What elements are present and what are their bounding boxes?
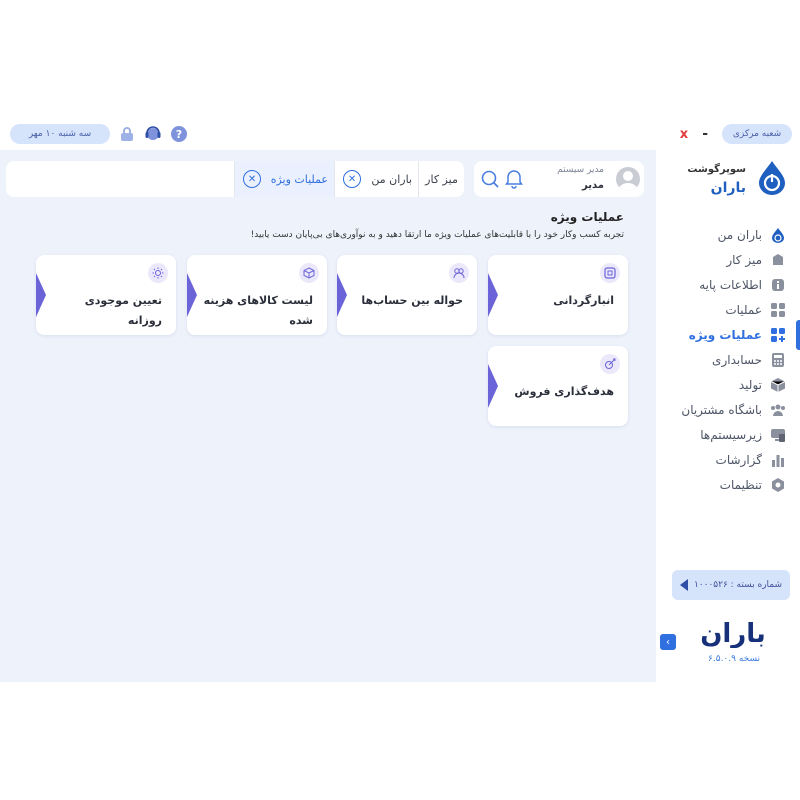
- tab-label: عملیات ویژه: [270, 172, 328, 186]
- close-icon[interactable]: ✕: [243, 170, 261, 188]
- card-sales-targeting[interactable]: هدف‌گذاری فروش: [488, 346, 628, 426]
- card-notch: [488, 273, 498, 317]
- brand-subtitle: سوپرگوشت: [687, 164, 746, 175]
- bell-icon[interactable]: [504, 169, 524, 189]
- info-icon: [770, 277, 786, 293]
- card-label: لیست کالاهای هزینه شده: [203, 294, 313, 327]
- target-icon: [600, 354, 620, 374]
- card-label: انبارگردانی: [553, 294, 614, 307]
- user-name: مدیر: [582, 180, 604, 191]
- cube-icon: [299, 263, 319, 283]
- sun-icon: [148, 263, 168, 283]
- sidebar-item-subsystems[interactable]: زیرسیستم‌ها: [656, 422, 800, 447]
- baran-logo-icon: [770, 227, 786, 243]
- lock-icon[interactable]: [118, 125, 136, 143]
- baran-wordmark-logo: باران: [700, 619, 766, 648]
- sidebar-item-label: باشگاه مشتریان: [681, 402, 762, 417]
- sidebar-item-label: زیرسیستم‌ها: [700, 427, 762, 442]
- grid-plus-icon: [770, 327, 786, 343]
- baran-drop-logo-icon: [759, 161, 785, 195]
- svg-text:باران: باران: [700, 619, 766, 648]
- page-title: عملیات ویژه: [550, 210, 624, 224]
- sidebar-item-settings[interactable]: تنظیمات: [656, 472, 800, 497]
- sidebar-item-label: حسابداری: [712, 352, 762, 367]
- users-icon: [770, 402, 786, 418]
- package-number-label: شماره بسته : ۱۰۰۰۵۲۶: [693, 580, 783, 590]
- subsystems-icon: [770, 427, 786, 443]
- box-icon: [770, 377, 786, 393]
- triangle-left-icon: [679, 579, 688, 591]
- desk-icon: [770, 252, 786, 268]
- avatar[interactable]: [616, 167, 640, 191]
- sidebar-item-baran-man[interactable]: باران من: [656, 222, 800, 247]
- tab-label: باران من: [371, 172, 412, 186]
- settings-icon: [770, 477, 786, 493]
- page-description: تجربه کسب وکار خود را با قابلیت‌های عملی…: [250, 230, 624, 240]
- search-icon[interactable]: [480, 169, 500, 189]
- card-label: تعیین موجودی روزانه: [84, 294, 162, 327]
- sidebar-item-production[interactable]: تولید: [656, 372, 800, 397]
- transfer-icon: [449, 263, 469, 283]
- card-expensed-items-list[interactable]: لیست کالاهای هزینه شده: [187, 255, 327, 335]
- tabs-bar: میز کار باران من ✕ عملیات ویژه ✕: [6, 161, 464, 197]
- grid-icon: [770, 302, 786, 318]
- sidebar-item-label: میز کار: [726, 252, 762, 267]
- date-pill: سه شنبه ۱۰ مهر: [10, 124, 110, 144]
- title-bar: سه شنبه ۱۰ مهر ? x - شعبه مرکزی: [0, 118, 800, 150]
- sidebar-item-label: گزارشات: [715, 452, 762, 467]
- sidebar-item-label: عملیات: [725, 302, 762, 317]
- bar-chart-icon: [770, 452, 786, 468]
- card-daily-stock[interactable]: تعیین موجودی روزانه: [36, 255, 176, 335]
- brand-name: باران: [710, 180, 746, 196]
- sidebar-item-basic-info[interactable]: اطلاعات پایه: [656, 272, 800, 297]
- title-bar-right: x - شعبه مرکزی: [680, 124, 792, 144]
- tab-desk[interactable]: میز کار: [418, 161, 464, 197]
- sidebar-item-label: تنظیمات: [719, 477, 762, 492]
- user-card[interactable]: مدیر سیستم مدیر: [474, 161, 644, 197]
- package-number: شماره بسته : ۱۰۰۰۵۲۶: [672, 570, 790, 600]
- sidebar-item-special-operations[interactable]: عملیات ویژه: [656, 320, 800, 350]
- sidebar-item-reports[interactable]: گزارشات: [656, 447, 800, 472]
- card-notch: [488, 364, 498, 408]
- sidebar: سوپرگوشت باران باران من میز کار اطلاع: [656, 150, 800, 682]
- app-window: سه شنبه ۱۰ مهر ? x - شعبه مرکزی سوپرگ: [0, 118, 800, 682]
- card-inventory-count[interactable]: انبارگردانی: [488, 255, 628, 335]
- close-button[interactable]: x: [679, 126, 689, 142]
- sidebar-item-label: عملیات ویژه: [688, 327, 762, 342]
- tab-special-operations[interactable]: عملیات ویژه ✕: [234, 161, 334, 197]
- sidebar-item-label: تولید: [738, 377, 762, 392]
- chevron-right-icon: ›: [666, 636, 670, 648]
- card-label: حواله بین حساب‌ها: [361, 294, 463, 307]
- card-notch: [187, 273, 197, 317]
- help-icon[interactable]: ?: [170, 125, 188, 143]
- svg-text:?: ?: [176, 128, 182, 141]
- close-icon[interactable]: ✕: [343, 170, 361, 188]
- tab-label: میز کار: [425, 172, 458, 186]
- card-transfer-between-accounts[interactable]: حواله بین حساب‌ها: [337, 255, 477, 335]
- sidebar-item-label: باران من: [717, 227, 762, 242]
- inventory-icon: [600, 263, 620, 283]
- card-notch: [36, 273, 46, 317]
- sidebar-nav: باران من میز کار اطلاعات پایه عملیات: [656, 222, 800, 497]
- sidebar-item-desk[interactable]: میز کار: [656, 247, 800, 272]
- card-notch: [337, 273, 347, 317]
- support-headset-icon[interactable]: [144, 125, 162, 143]
- sidebar-item-accounting[interactable]: حسابداری: [656, 347, 800, 372]
- user-role: مدیر سیستم: [557, 165, 604, 175]
- sidebar-item-customer-club[interactable]: باشگاه مشتریان: [656, 397, 800, 422]
- brand: سوپرگوشت باران: [662, 156, 792, 202]
- title-bar-left: سه شنبه ۱۰ مهر ?: [10, 124, 188, 144]
- sidebar-item-label: اطلاعات پایه: [699, 277, 762, 292]
- version-label: نسخه ۶.۵.۰.۹: [708, 654, 760, 664]
- collapse-sidebar-button[interactable]: ›: [660, 634, 676, 650]
- sidebar-item-operations[interactable]: عملیات: [656, 297, 800, 322]
- branch-pill[interactable]: شعبه مرکزی: [722, 124, 792, 144]
- tab-baran-man[interactable]: باران من ✕: [334, 161, 418, 197]
- card-label: هدف‌گذاری فروش: [514, 385, 614, 398]
- minimize-button[interactable]: -: [702, 126, 708, 142]
- calculator-icon: [770, 352, 786, 368]
